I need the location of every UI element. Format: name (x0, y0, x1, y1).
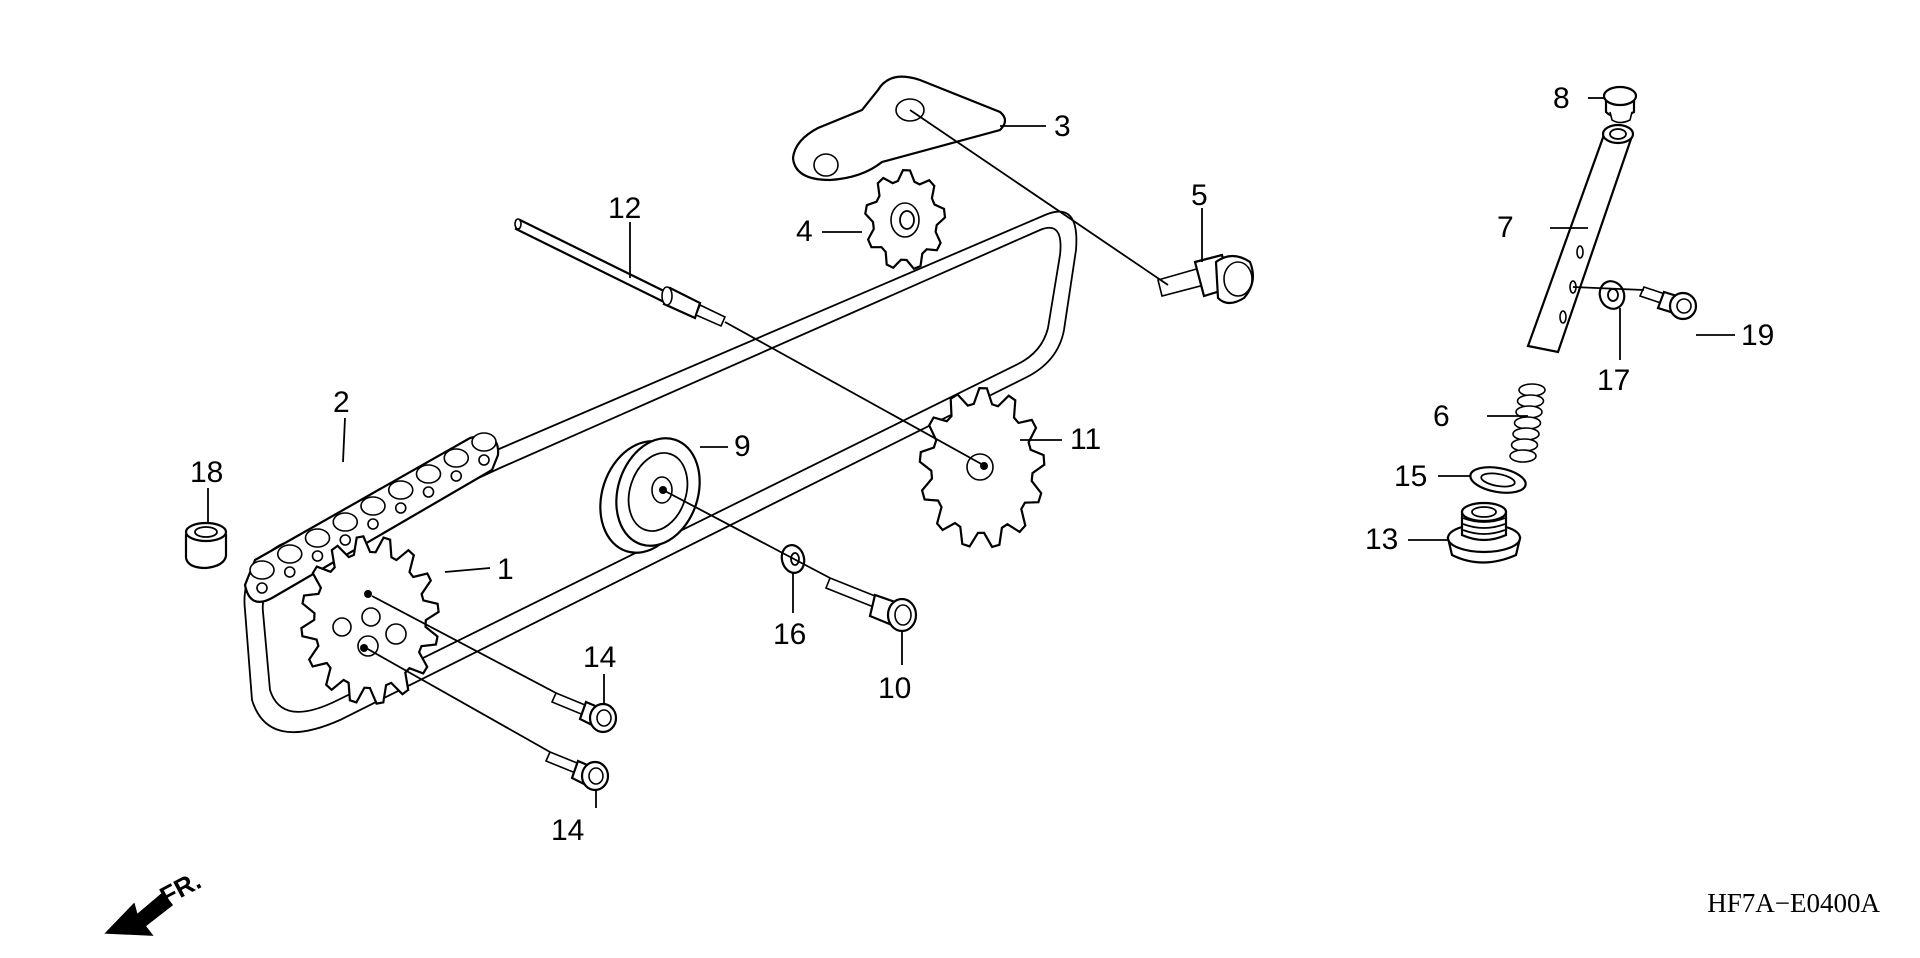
tensioner-tube-part-7 (1526, 123, 1635, 354)
spring-coil (1509, 449, 1537, 463)
collar-part-18 (184, 521, 228, 570)
chain-link (471, 432, 497, 452)
callout-8: 8 (1553, 82, 1570, 115)
callout-1: 1 (497, 553, 514, 586)
callout-7: 7 (1497, 211, 1514, 244)
chain-link (276, 544, 303, 564)
chain-pin (311, 550, 324, 562)
chain-pin (478, 454, 490, 466)
chain-pin (422, 486, 435, 498)
callout-13: 13 (1365, 523, 1398, 556)
callout-19: 19 (1741, 319, 1774, 352)
chain-pin (367, 518, 379, 530)
chain-pin (450, 470, 463, 482)
bolt-part-14-upper (550, 691, 618, 734)
bracket-part-3 (791, 75, 1007, 182)
drive-chain (243, 432, 500, 603)
chain-pin (283, 566, 296, 578)
spring-part-6 (1509, 383, 1546, 463)
diagram-code: HF7A−E0400A (1707, 888, 1880, 918)
callout-labels: 1 2 3 4 5 6 7 8 9 10 11 12 13 14 14 15 1… (190, 82, 1774, 847)
cap-part-8 (1602, 85, 1638, 124)
bolt-part-19 (1638, 286, 1698, 321)
chain-link (443, 448, 470, 468)
callout-10: 10 (878, 672, 911, 705)
plug-bolt-part-13 (1446, 501, 1522, 564)
callout-12: 12 (608, 192, 641, 225)
spring-coil (1510, 438, 1539, 452)
chain-link (332, 512, 359, 532)
assembly-lines (365, 109, 1645, 753)
callout-3: 3 (1054, 110, 1071, 143)
front-direction-arrow: FR. (104, 865, 206, 936)
chain-link (304, 528, 331, 548)
chain-pin (256, 582, 268, 594)
callout-15: 15 (1394, 460, 1427, 493)
chain-link (360, 496, 386, 516)
callout-5: 5 (1191, 179, 1208, 212)
spring-coil (1516, 394, 1545, 408)
chain-link (387, 480, 414, 500)
callout-11: 11 (1070, 423, 1101, 456)
chain-pin (339, 534, 352, 546)
shaft-part-12 (514, 218, 727, 328)
spring-coil (1518, 383, 1546, 397)
callout-2: 2 (333, 386, 350, 419)
chain-link (415, 464, 442, 484)
bolt-part-5 (1157, 253, 1255, 305)
callout-17: 17 (1597, 364, 1630, 397)
bolt-part-14-lower (544, 750, 610, 792)
callout-4: 4 (796, 215, 813, 248)
chain-link (249, 560, 275, 580)
callout-16: 16 (773, 618, 806, 651)
callout-18: 18 (190, 456, 223, 489)
washer-part-17 (1598, 280, 1626, 310)
spring-coil (1513, 416, 1542, 430)
callout-14-upper: 14 (583, 641, 616, 674)
callout-14-lower: 14 (551, 814, 584, 847)
drive-sprocket-part-1 (300, 535, 440, 705)
washer-part-15 (1469, 466, 1527, 494)
chain-pin (394, 502, 407, 514)
idler-sprocket-part-11 (918, 386, 1046, 549)
small-sprocket-part-4 (864, 168, 947, 271)
callout-9: 9 (734, 430, 751, 463)
leader-lines (207, 97, 1735, 808)
spring-coil (1512, 427, 1540, 441)
front-arrow-icon (104, 891, 174, 936)
callout-6: 6 (1433, 400, 1450, 433)
bolt-part-10 (824, 576, 918, 633)
pulley-part-9 (599, 437, 701, 554)
